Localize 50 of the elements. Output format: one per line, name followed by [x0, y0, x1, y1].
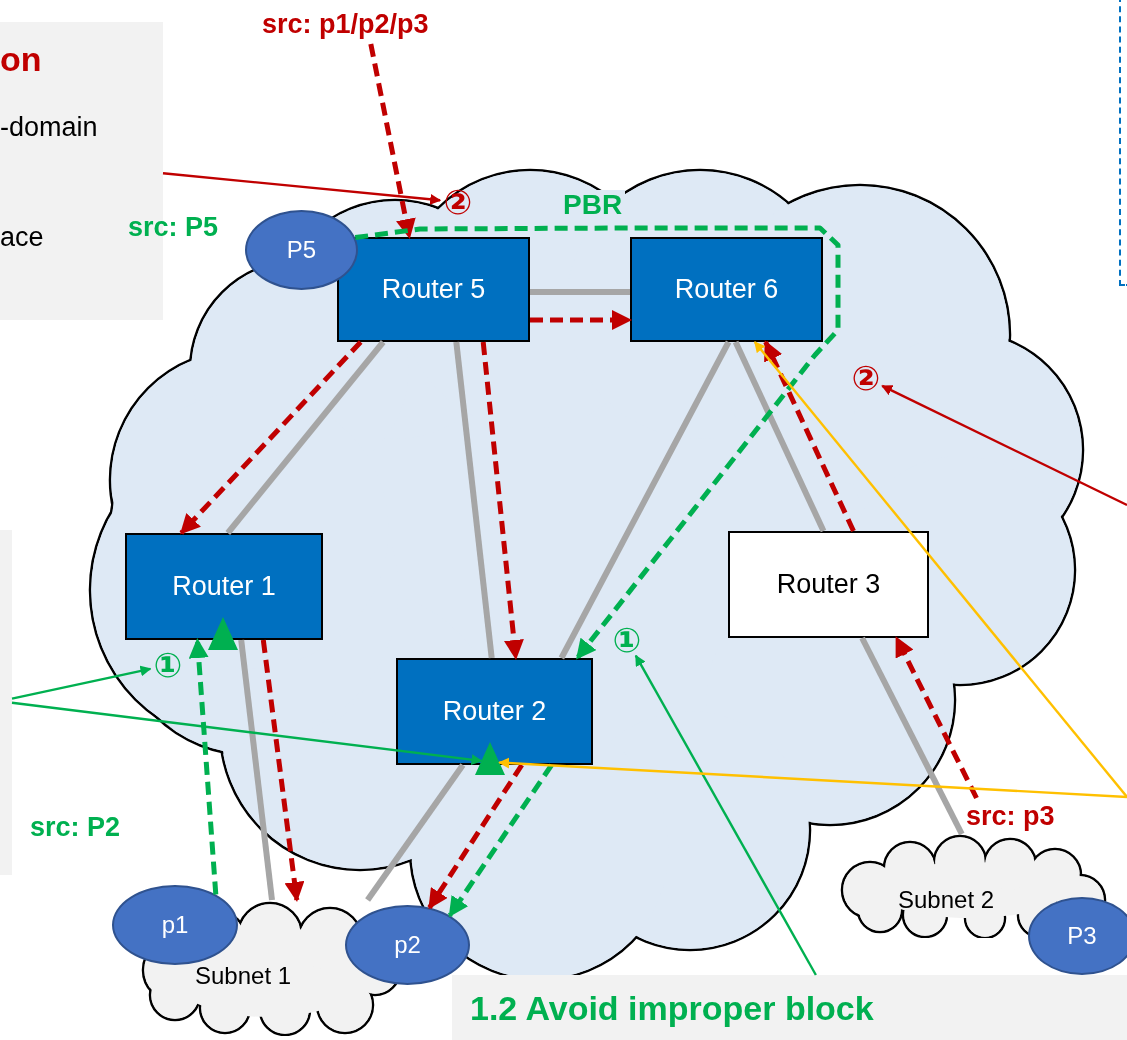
filter-triangle	[475, 742, 505, 775]
panel-text: ace	[0, 222, 44, 253]
note-panel	[0, 530, 12, 875]
leader-line	[498, 757, 1127, 799]
panel-text: -domain	[0, 112, 98, 143]
link-line	[238, 639, 275, 901]
leader-line	[162, 172, 442, 205]
link-line	[225, 340, 386, 535]
link-line	[732, 340, 827, 533]
flow-arrow	[480, 341, 524, 660]
flow-arrow	[530, 310, 632, 330]
filter-triangle	[208, 617, 238, 650]
source-label: src: P2	[30, 812, 121, 843]
leader-line	[634, 654, 817, 976]
step-number: ①	[150, 647, 186, 683]
subnet-label: Subnet 1	[195, 962, 292, 990]
router-box: Router 3	[728, 531, 929, 638]
leader-line	[11, 665, 152, 700]
subnet-label: Subnet 2	[898, 886, 995, 914]
flow-arrow	[260, 639, 305, 902]
note-box: 1.2 Avoid improper block	[452, 975, 1127, 1040]
link-line	[453, 341, 495, 659]
source-label: src: P5	[128, 212, 219, 243]
source-label: src: p1/p2/p3	[262, 6, 498, 44]
router-box: Router 1	[125, 533, 323, 640]
flow-arrow	[368, 43, 416, 239]
step-number: ②	[848, 360, 884, 396]
flow-arrow	[447, 763, 554, 918]
link-line	[558, 340, 732, 660]
step-number: ①	[609, 622, 645, 658]
leader-line	[753, 341, 1127, 798]
link-line	[365, 763, 466, 902]
link-line	[530, 289, 630, 295]
flow-arrow	[179, 340, 363, 535]
flow-arrow	[354, 225, 841, 660]
flow-arrow	[894, 636, 979, 800]
flow-arrow	[763, 340, 856, 533]
source-label: src: p3	[966, 798, 1118, 834]
host-ellipse: p1	[112, 885, 238, 965]
router-box: Router 5	[337, 237, 530, 342]
flow-arrow	[188, 638, 219, 895]
router-box: Router 6	[630, 237, 823, 342]
leader-line	[11, 701, 483, 766]
leader-line	[881, 384, 1127, 507]
step-number: ②	[440, 184, 476, 220]
router-box: Router 2	[396, 658, 593, 765]
host-ellipse: P3	[1028, 897, 1127, 975]
flow-arrow	[427, 763, 524, 910]
panel-heading: on	[0, 40, 42, 79]
link-line	[859, 636, 965, 836]
